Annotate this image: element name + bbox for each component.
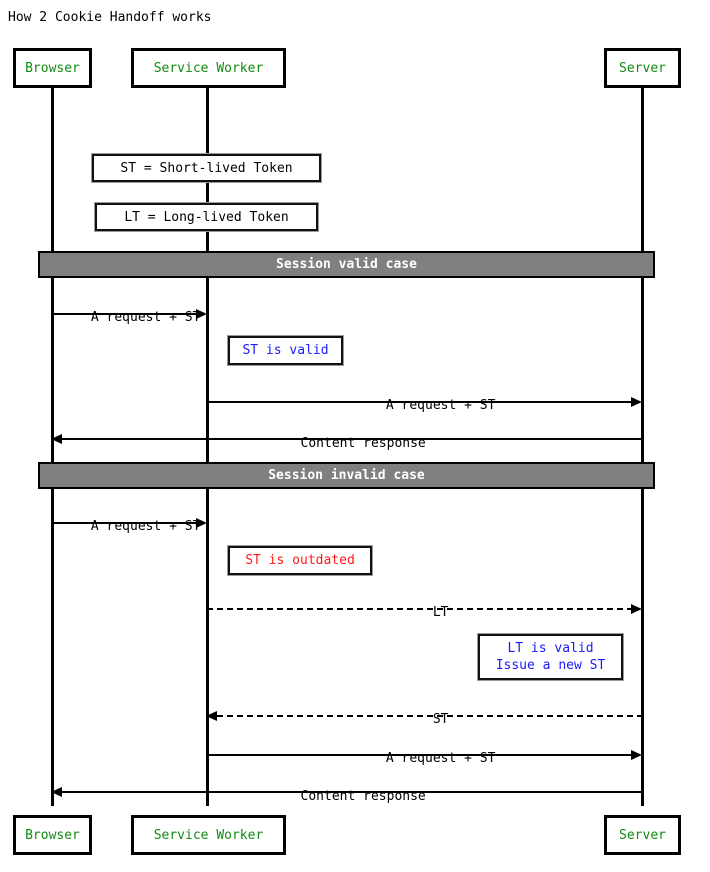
participant-browser-top[interactable]: Browser xyxy=(13,48,92,88)
participant-label: Service Worker xyxy=(153,827,264,843)
msg-sw-to-server-request-st-2-line xyxy=(207,754,633,756)
message-text: A request + ST xyxy=(90,310,201,325)
section-label: Session invalid case xyxy=(268,468,425,483)
msg-server-to-sw-st-arrowhead xyxy=(206,711,217,721)
diagram-title: How 2 Cookie Handoff works xyxy=(8,10,212,25)
msg-sw-to-server-lt-arrowhead xyxy=(631,604,642,614)
note-st-is-valid: ST is valid xyxy=(227,335,344,366)
msg-sw-to-server-lt-line xyxy=(207,608,633,610)
msg-sw-to-server-request-st-1-line xyxy=(207,401,633,403)
participant-server-bottom[interactable]: Server xyxy=(604,815,681,855)
lifeline-browser xyxy=(51,88,54,806)
msg-server-to-browser-content-response-2-label: Content response xyxy=(52,774,643,819)
participant-browser-bottom[interactable]: Browser xyxy=(13,815,92,855)
note-st-is-outdated: ST is outdated xyxy=(227,545,373,576)
section-session-invalid: Session invalid case xyxy=(38,462,655,489)
lifeline-service-worker xyxy=(206,88,209,806)
participant-server-top[interactable]: Server xyxy=(604,48,681,88)
msg-server-to-browser-content-response-2-line xyxy=(62,791,643,793)
msg-server-to-browser-content-response-2-arrowhead xyxy=(51,787,62,797)
message-text: A request + ST xyxy=(385,398,496,413)
note-st-definition: ST = Short-lived Token xyxy=(91,153,322,183)
msg-browser-to-sw-request-st-1-line xyxy=(52,313,198,315)
lifeline-server xyxy=(641,88,644,806)
msg-server-to-sw-st-label: ST xyxy=(207,697,643,742)
msg-sw-to-server-request-st-1-label: A request + ST xyxy=(207,383,643,428)
note-line-1: ST is outdated xyxy=(245,553,355,568)
participant-service-worker-bottom[interactable]: Service Worker xyxy=(131,815,286,855)
note-line: ST = Short-lived Token xyxy=(120,160,293,176)
msg-sw-to-server-request-st-2-label: A request + ST xyxy=(207,736,643,781)
note-line-1: LT is valid xyxy=(507,641,594,656)
note-lt-definition: LT = Long-lived Token xyxy=(94,202,319,232)
participant-label: Server xyxy=(619,60,666,76)
message-text: Content response xyxy=(300,789,426,804)
msg-browser-to-sw-request-st-1-label: A request + ST xyxy=(52,295,208,340)
msg-server-to-browser-content-response-1-arrowhead xyxy=(51,434,62,444)
msg-server-to-browser-content-response-1-line xyxy=(62,438,643,440)
note-line: LT = Long-lived Token xyxy=(124,209,289,225)
participant-service-worker-top[interactable]: Service Worker xyxy=(131,48,286,88)
msg-sw-to-server-request-st-1-arrowhead xyxy=(631,397,642,407)
msg-browser-to-sw-request-st-1-arrowhead xyxy=(196,309,207,319)
msg-browser-to-sw-request-st-2-line xyxy=(52,522,198,524)
msg-server-to-browser-content-response-1-label: Content response xyxy=(52,421,643,466)
note-lt-is-valid: LT is valid Issue a new ST xyxy=(477,633,624,681)
message-text: A request + ST xyxy=(385,751,496,766)
participant-label: Service Worker xyxy=(153,60,264,76)
message-text: LT xyxy=(432,605,449,620)
msg-browser-to-sw-request-st-2-arrowhead xyxy=(196,518,207,528)
participant-label: Server xyxy=(619,827,666,843)
note-line-1: ST is valid xyxy=(242,343,329,358)
message-text: A request + ST xyxy=(90,519,201,534)
section-label: Session valid case xyxy=(276,257,417,272)
message-text: Content response xyxy=(300,436,426,451)
msg-sw-to-server-lt-label: LT xyxy=(207,590,643,635)
note-line-2: Issue a new ST xyxy=(495,658,606,673)
msg-sw-to-server-request-st-2-arrowhead xyxy=(631,750,642,760)
section-session-valid: Session valid case xyxy=(38,251,655,278)
msg-browser-to-sw-request-st-2-label: A request + ST xyxy=(52,504,208,549)
msg-server-to-sw-st-line xyxy=(217,715,643,717)
message-text: ST xyxy=(432,712,449,727)
participant-label: Browser xyxy=(25,827,80,843)
participant-label: Browser xyxy=(25,60,80,76)
